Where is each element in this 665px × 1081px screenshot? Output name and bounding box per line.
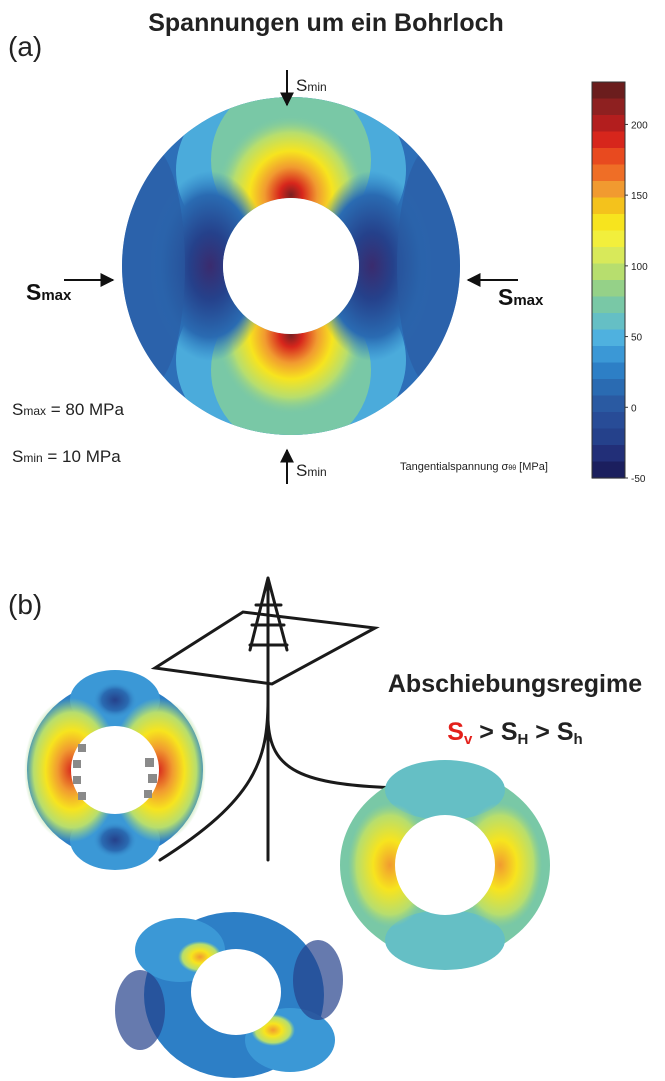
colorbar-segment xyxy=(592,181,625,199)
colorbar-segment xyxy=(592,379,625,397)
colorbar-ticks: 200 150 100 50 0 -50 xyxy=(625,120,648,485)
colorbar-tick-label: 100 xyxy=(631,262,648,273)
colorbar-segment xyxy=(592,148,625,166)
colorbar-title: Tangentialspannung σθθ [MPa] xyxy=(400,461,548,473)
smin-top-label: Smin xyxy=(296,76,327,95)
figure-title: Spannungen um ein Bohrloch xyxy=(148,9,504,37)
breakout-marks xyxy=(73,744,157,800)
colorbar-tick-label: -50 xyxy=(631,474,646,485)
colorbar-segment xyxy=(592,395,625,413)
colorbar-segment xyxy=(592,362,625,380)
colorbar-segment xyxy=(592,197,625,215)
panel-b-label: (b) xyxy=(8,589,42,620)
colorbar-tick-label: 150 xyxy=(631,191,648,202)
colorbar-segment xyxy=(592,131,625,149)
smin-value: Smin = 10 MPa xyxy=(12,447,121,466)
smax-value: Smax = 80 MPa xyxy=(12,400,125,419)
colorbar-segment xyxy=(592,296,625,314)
colorbar-segment xyxy=(592,230,625,248)
panel-a-label: (a) xyxy=(8,31,42,62)
colorbar-segment xyxy=(592,329,625,347)
colorbar-segment xyxy=(592,428,625,446)
colorbar-frame xyxy=(591,81,626,479)
colorbar-segment xyxy=(592,445,625,463)
colorbar-tick-label: 50 xyxy=(631,333,643,344)
smax-left-label: Smax xyxy=(26,279,72,305)
stress-ring-left xyxy=(24,670,206,870)
drill-rig xyxy=(150,576,402,862)
regime-relation: Sv > SH > Sh xyxy=(447,718,582,748)
colorbar-segment xyxy=(592,280,625,298)
colorbar-segment xyxy=(592,461,625,479)
colorbar-segment xyxy=(592,214,625,232)
colorbar-segment xyxy=(592,115,625,133)
colorbar-segment xyxy=(592,313,625,331)
stress-ring-right xyxy=(340,760,550,970)
stress-ring-bottom xyxy=(115,912,343,1078)
smax-right-label: Smax xyxy=(498,284,544,310)
regime-title: Abschiebungsregime xyxy=(388,670,642,698)
colorbar-segment xyxy=(592,412,625,430)
colorbar-segment xyxy=(592,346,625,364)
stress-ring-main xyxy=(122,97,461,435)
colorbar xyxy=(591,81,626,479)
colorbar-segment xyxy=(592,164,625,182)
colorbar-tick-label: 200 xyxy=(631,120,648,131)
smin-bottom-label: Smin xyxy=(296,461,327,480)
colorbar-segment xyxy=(592,98,625,116)
colorbar-segment xyxy=(592,263,625,281)
colorbar-segment xyxy=(592,82,625,100)
colorbar-segment xyxy=(592,247,625,265)
colorbar-tick-label: 0 xyxy=(631,403,637,414)
